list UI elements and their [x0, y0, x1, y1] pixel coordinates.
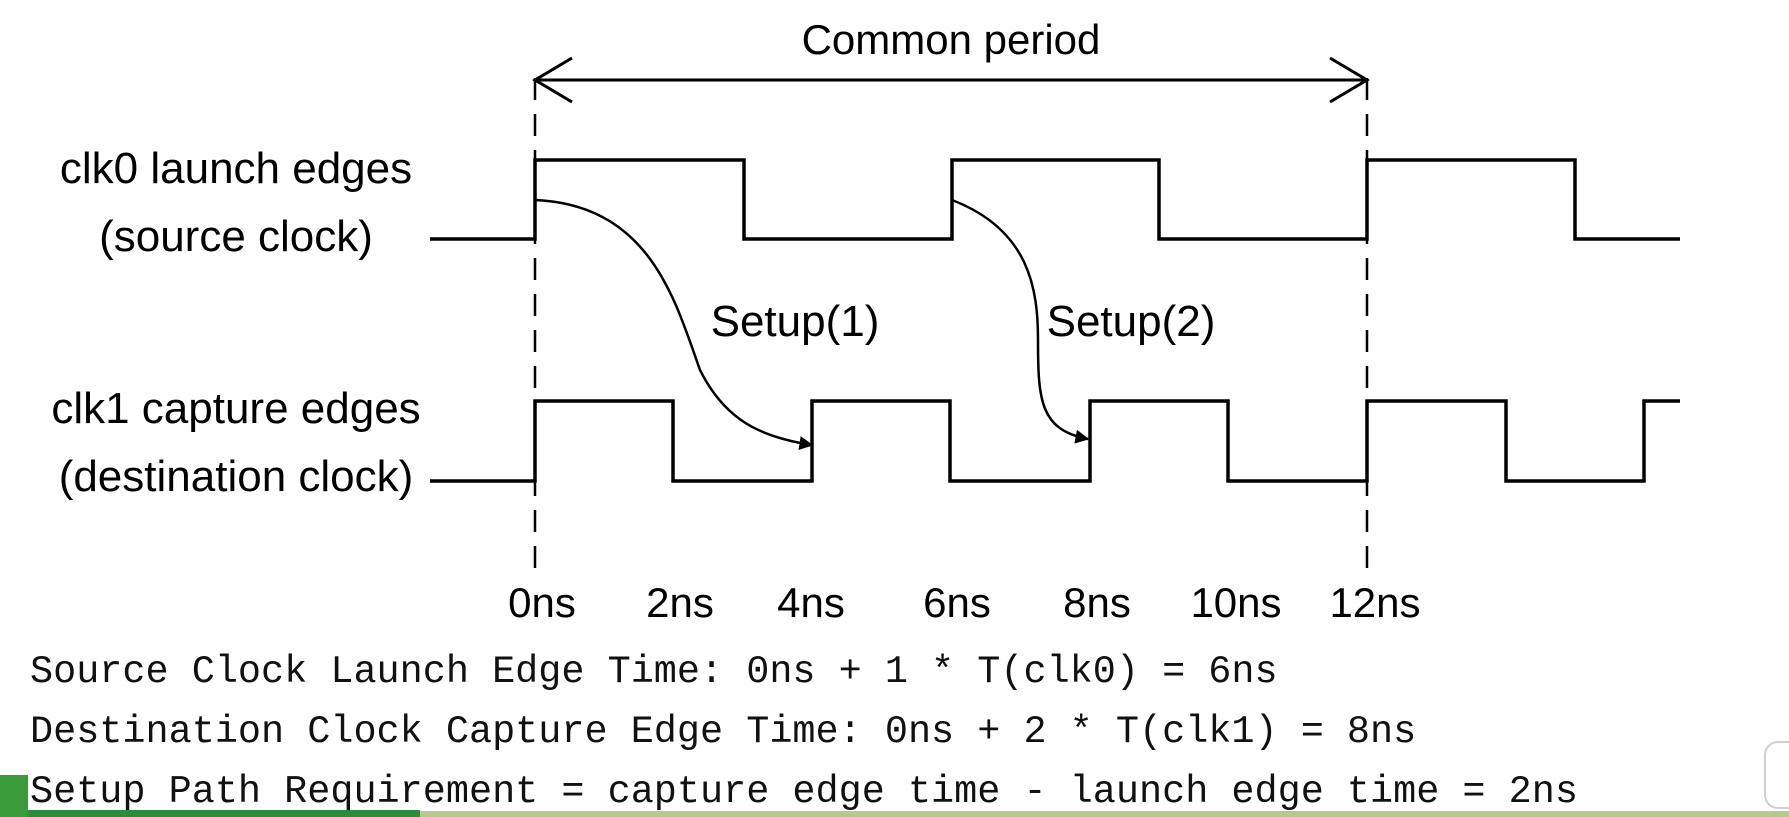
clk0-label-line2: (source clock)	[99, 212, 373, 261]
tick-0ns: 0ns	[508, 579, 576, 626]
setup-2-label: Setup(2)	[1047, 297, 1216, 346]
tick-12ns: 12ns	[1329, 579, 1420, 626]
clk0-label-line1: clk0 launch edges	[60, 144, 412, 193]
corner-tab-shape	[1764, 741, 1789, 809]
clk1-label-line1: clk1 capture edges	[51, 384, 420, 433]
setup-2-arrow	[951, 198, 1090, 444]
equation-setup-requirement: Setup Path Requirement = capture edge ti…	[30, 770, 1578, 814]
tick-8ns: 8ns	[1063, 579, 1131, 626]
setup-1-arrow	[534, 198, 814, 450]
clk1-label-line2: (destination clock)	[59, 452, 414, 501]
tick-6ns: 6ns	[923, 579, 991, 626]
footer-corner-accent	[0, 775, 28, 817]
tick-2ns: 2ns	[646, 579, 714, 626]
tick-10ns: 10ns	[1190, 579, 1281, 626]
setup-1-label: Setup(1)	[711, 297, 880, 346]
clk0-waveform	[430, 158, 1680, 241]
footer-bar	[0, 811, 1789, 817]
clk1-waveform	[430, 399, 1680, 483]
equation-launch-edge: Source Clock Launch Edge Time: 0ns + 1 *…	[30, 650, 1278, 694]
tick-4ns: 4ns	[777, 579, 845, 626]
common-period-arrow	[532, 56, 1370, 104]
common-period-title: Common period	[802, 16, 1101, 63]
equation-capture-edge: Destination Clock Capture Edge Time: 0ns…	[30, 710, 1417, 754]
footer-bar-accent	[0, 810, 420, 817]
